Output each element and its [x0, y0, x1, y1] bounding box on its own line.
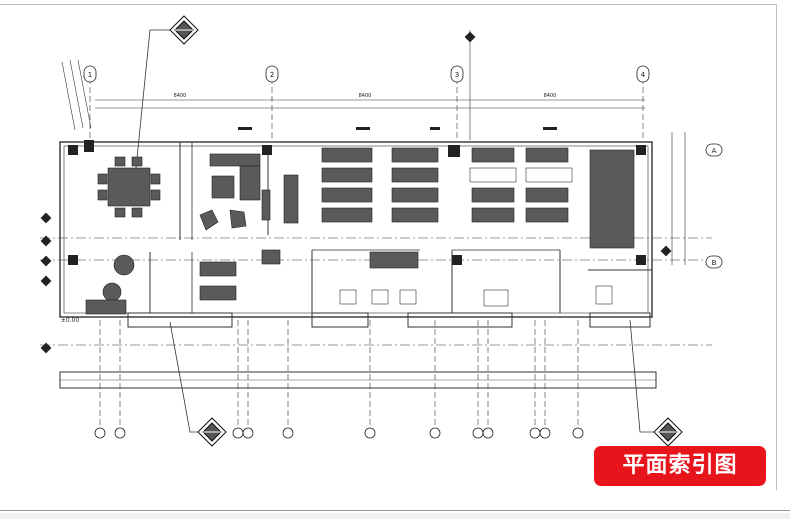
index-callout — [169, 15, 683, 447]
grid-label: 4 — [641, 71, 646, 79]
sheet-border-top — [0, 4, 776, 5]
dimension-text: 8400 — [544, 93, 557, 99]
sheet-strip — [0, 513, 790, 519]
grid-label: B — [712, 259, 717, 267]
grid-bubble — [83, 65, 97, 83]
plan-index-badge: 平面索引图 — [594, 446, 766, 486]
grid-bubble — [450, 65, 464, 83]
sheet-border-right — [776, 4, 777, 490]
grid-bubble — [265, 65, 279, 83]
grid-bubble — [636, 65, 650, 83]
sheet-border-bottom — [0, 510, 790, 511]
dimension-text: 8400 — [359, 93, 372, 99]
grid-label: 1 — [88, 71, 92, 79]
dimension-text: 8400 — [174, 93, 187, 99]
grid-label: 3 — [455, 71, 459, 79]
grid-bubble — [705, 255, 723, 269]
grid-label: A — [712, 147, 717, 155]
building-outline — [59, 141, 653, 318]
level-mark: ±0.00 — [61, 317, 80, 324]
grid-bubble — [705, 143, 723, 157]
grid-label: 2 — [270, 71, 274, 79]
